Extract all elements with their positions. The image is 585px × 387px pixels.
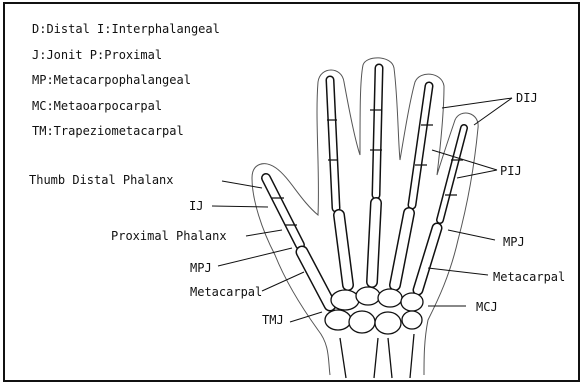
label-pij: PIJ <box>500 164 522 178</box>
finger-bones <box>266 68 464 305</box>
forearm-bones <box>340 334 414 378</box>
label-dij: DIJ <box>516 91 538 105</box>
label-proximal-phalanx: Proximal Phalanx <box>111 229 227 243</box>
label-thumb-distal-phalanx: Thumb Distal Phalanx <box>29 173 174 187</box>
label-metacarpal-right: Metacarpal <box>493 270 565 284</box>
label-ij: IJ <box>189 199 203 213</box>
label-tmj: TMJ <box>262 313 284 327</box>
label-metacarpal-left: Metacarpal <box>190 285 262 299</box>
joint-marks <box>272 110 463 225</box>
label-mcj: MCJ <box>476 300 498 314</box>
carpal-bones <box>325 287 423 334</box>
label-mpj-right: MPJ <box>503 235 525 249</box>
label-mpj-left: MPJ <box>190 261 212 275</box>
